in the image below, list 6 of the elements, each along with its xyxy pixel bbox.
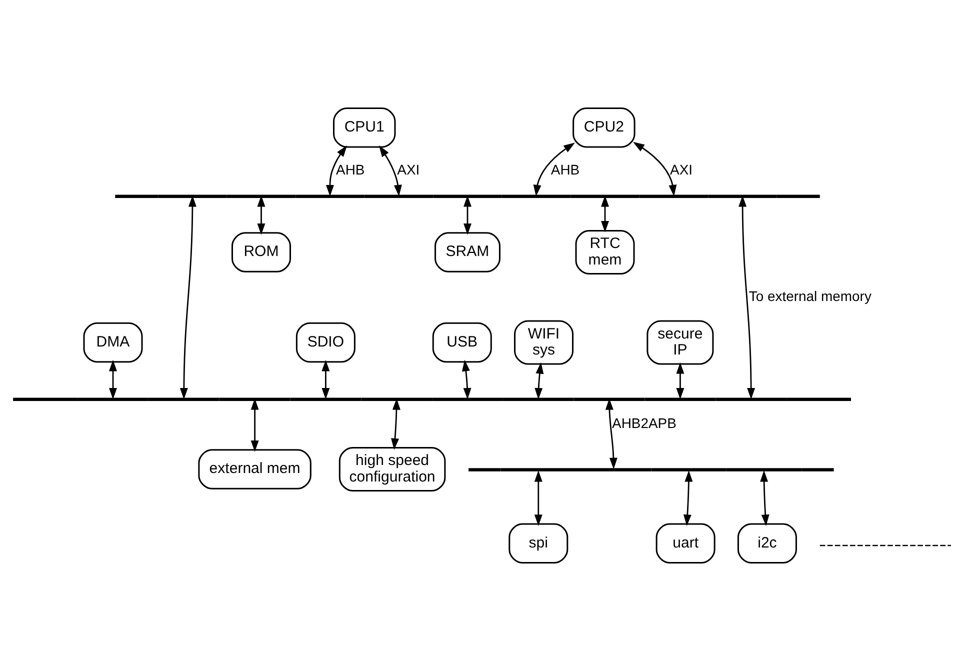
edge-label: AXI (670, 160, 693, 177)
edge-label: AXI (397, 160, 420, 177)
edge-label: To external memory (748, 288, 872, 304)
edge-label: AHB2APB (612, 414, 676, 430)
edge-label: AHB (336, 160, 365, 177)
edge-label: AHB (550, 160, 580, 177)
